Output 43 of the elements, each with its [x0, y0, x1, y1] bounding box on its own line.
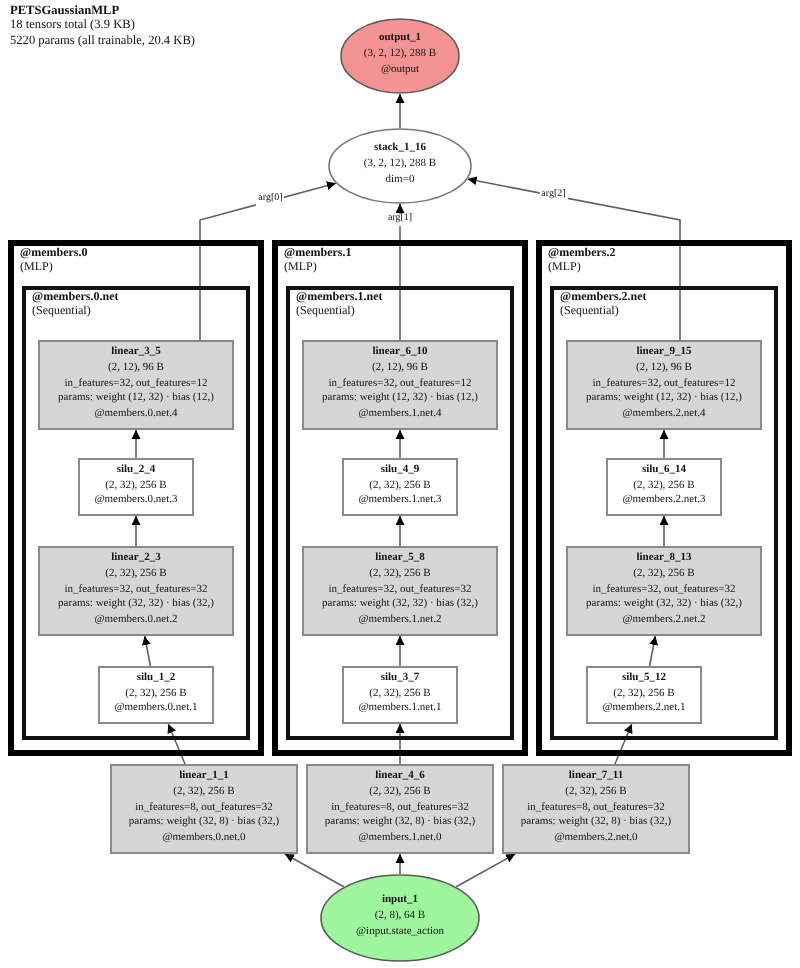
arrow — [199, 181, 337, 341]
arrow — [614, 723, 633, 765]
arrow — [659, 515, 669, 547]
layer-box — [502, 764, 690, 854]
layer-box — [566, 340, 762, 430]
arrow — [466, 176, 681, 341]
activation-box — [606, 458, 722, 516]
arrow — [648, 635, 659, 667]
activation-box — [342, 666, 458, 724]
arrow — [131, 429, 141, 459]
sequential-frame — [286, 286, 514, 740]
module-frame — [8, 240, 264, 756]
layer-box — [566, 546, 762, 636]
arrow — [395, 429, 405, 459]
layer-box — [110, 764, 298, 854]
arrow — [141, 635, 152, 667]
activation-box — [98, 666, 214, 724]
activation-box — [586, 666, 702, 724]
sequential-frame — [550, 286, 778, 740]
activation-box — [78, 458, 194, 516]
sequential-frame — [22, 286, 250, 740]
layer-box — [306, 764, 494, 854]
arrow — [395, 635, 405, 667]
stack-ellipse — [328, 128, 472, 204]
output-ellipse — [340, 18, 460, 94]
arrow — [395, 853, 405, 875]
layer-box — [302, 546, 498, 636]
input-ellipse — [320, 874, 480, 962]
layer-box — [302, 340, 498, 430]
arrow — [395, 515, 405, 547]
arrow — [131, 515, 141, 547]
arrow — [455, 853, 516, 888]
arrow — [659, 429, 669, 459]
module-frame — [536, 240, 792, 756]
arrow — [395, 203, 405, 341]
layer-box — [38, 340, 234, 430]
arrow — [395, 723, 405, 765]
module-frame — [272, 240, 528, 756]
arrow — [284, 853, 345, 888]
arrow — [395, 93, 405, 129]
layer-box — [38, 546, 234, 636]
arrow — [167, 723, 186, 765]
activation-box — [342, 458, 458, 516]
